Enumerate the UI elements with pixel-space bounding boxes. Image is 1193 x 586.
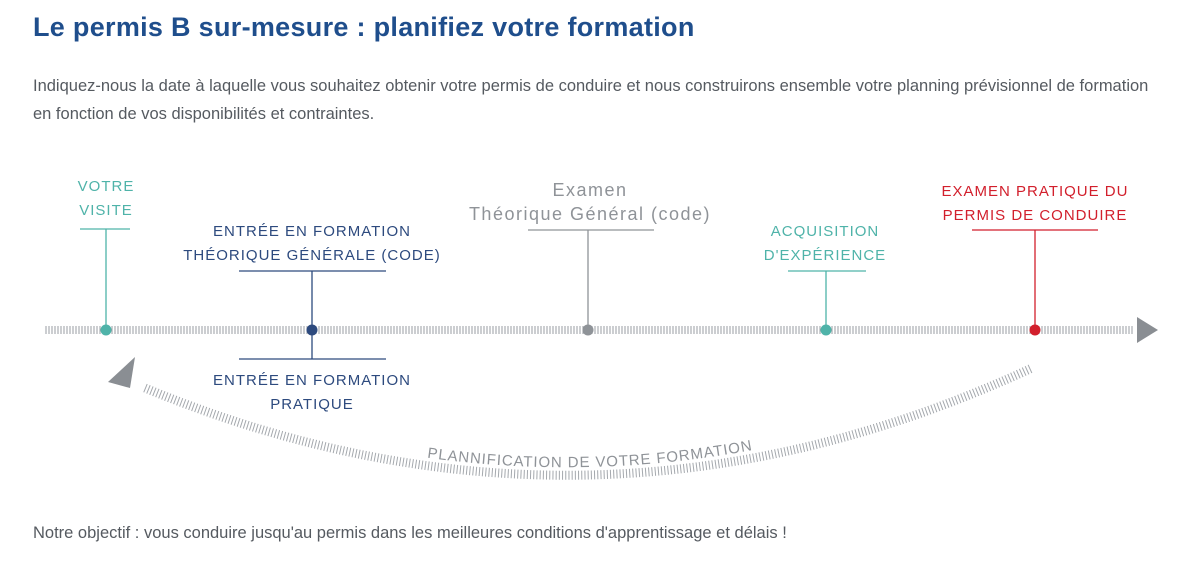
step-dot-formation — [306, 324, 318, 336]
step-visite-line1: Votre — [77, 178, 135, 195]
step-formation-theorique-line1: Entrée en formation — [213, 223, 411, 240]
objective-paragraph: Notre objectif : vous conduire jusqu'au … — [33, 524, 787, 542]
step-formation-theorique-line2: théorique générale (code) — [183, 247, 441, 264]
step-label-formation-pratique: Entrée en formation pratique — [162, 369, 462, 417]
step-dot-examen-pratique — [1029, 324, 1041, 336]
step-visite-line2: visite — [79, 202, 133, 219]
timeline-axis — [45, 326, 1133, 334]
step-dot-experience — [820, 324, 832, 336]
intro-paragraph: Indiquez-nous la date à laquelle vous so… — [33, 77, 1149, 123]
page-title: Le permis B sur-mesure : planifiez votre… — [33, 12, 695, 42]
step-examen-theorique-line2: Théorique Général (code) — [468, 204, 712, 224]
step-formation-pratique-line2: pratique — [270, 396, 354, 413]
step-experience-line2: d'expérience — [763, 247, 887, 264]
timeline-graphic: PLANNIFICATION DE VOTRE FORMATION — [45, 228, 1158, 480]
step-formation-pratique-line1: Entrée en formation — [213, 372, 411, 389]
step-dot-visite — [100, 324, 112, 336]
step-label-experience: Acquisition d'expérience — [740, 220, 910, 268]
formation-timeline-diagram: PLANNIFICATION DE VOTRE FORMATION Votre … — [0, 160, 1193, 500]
step-examen-pratique-line2: permis de conduire — [942, 207, 1128, 224]
step-label-examen-theorique: Examen Théorique Général (code) — [440, 178, 740, 226]
step-label-formation-theorique: Entrée en formation théorique générale (… — [162, 220, 462, 268]
step-label-visite: Votre visite — [62, 175, 150, 223]
planning-arc-label: PLANNIFICATION DE VOTRE FORMATION — [426, 437, 753, 471]
step-dot-examen-theorique — [582, 324, 594, 336]
step-examen-theorique-line1: Examen — [552, 180, 628, 200]
step-examen-pratique-line1: Examen pratique du — [941, 183, 1129, 200]
timeline-arrow-head-icon — [1137, 317, 1158, 343]
step-label-examen-pratique: Examen pratique du permis de conduire — [915, 180, 1155, 228]
step-experience-line1: Acquisition — [770, 223, 880, 240]
planning-arc-arrow-head-icon — [108, 357, 135, 388]
